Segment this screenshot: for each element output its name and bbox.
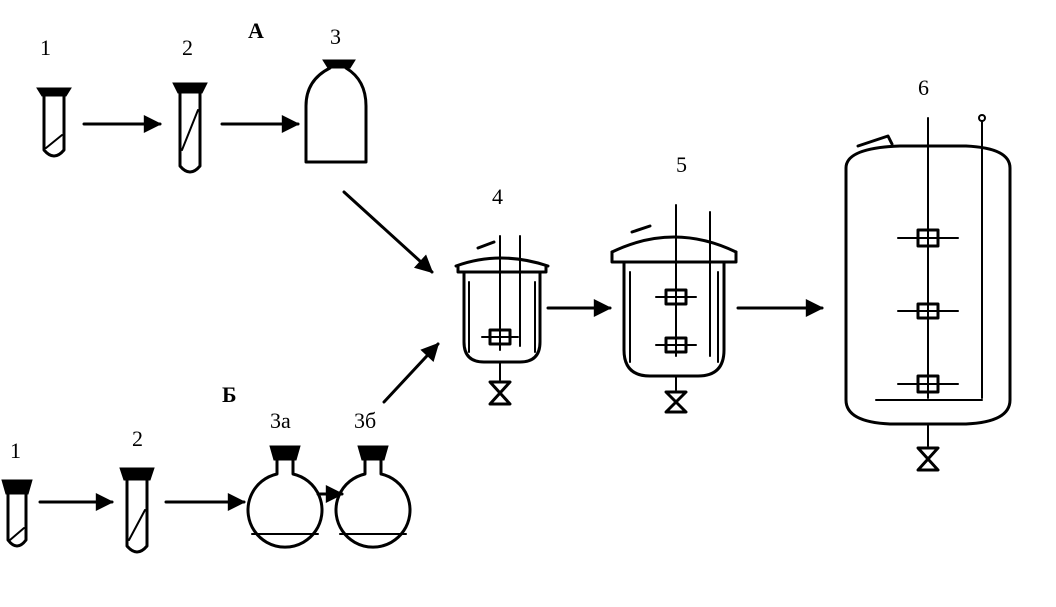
vessel-4-label: 4 xyxy=(492,184,503,209)
vessel-6-label: 6 xyxy=(918,75,929,100)
arrow-3-to-4 xyxy=(342,190,434,274)
tube-2-a-label: 2 xyxy=(182,35,193,60)
test-tube-1-b xyxy=(1,479,33,548)
test-tube-2-b xyxy=(119,467,155,554)
section-b-label: Б xyxy=(222,382,237,407)
seed-fermenter-4 xyxy=(454,235,550,406)
flask-3a-label: 3а xyxy=(270,408,291,433)
arrow-3b-to-4 xyxy=(382,342,440,404)
culture-bottle-3 xyxy=(304,59,368,164)
seed-fermenter-5 xyxy=(610,204,738,414)
tube-1-a-label: 1 xyxy=(40,35,51,60)
flask-3a xyxy=(246,445,324,549)
test-tube-2-a xyxy=(172,82,208,174)
section-a-label: А xyxy=(248,18,264,43)
test-tube-1-a xyxy=(36,87,72,158)
tube-2-b-label: 2 xyxy=(132,426,143,451)
tube-1-b-label: 1 xyxy=(10,438,21,463)
flask-3b xyxy=(334,445,412,549)
bottle-3-label: 3 xyxy=(330,24,341,49)
main-fermenter-6 xyxy=(844,114,1012,472)
vessel-5-label: 5 xyxy=(676,152,687,177)
flask-3b-label: 3б xyxy=(354,408,376,433)
